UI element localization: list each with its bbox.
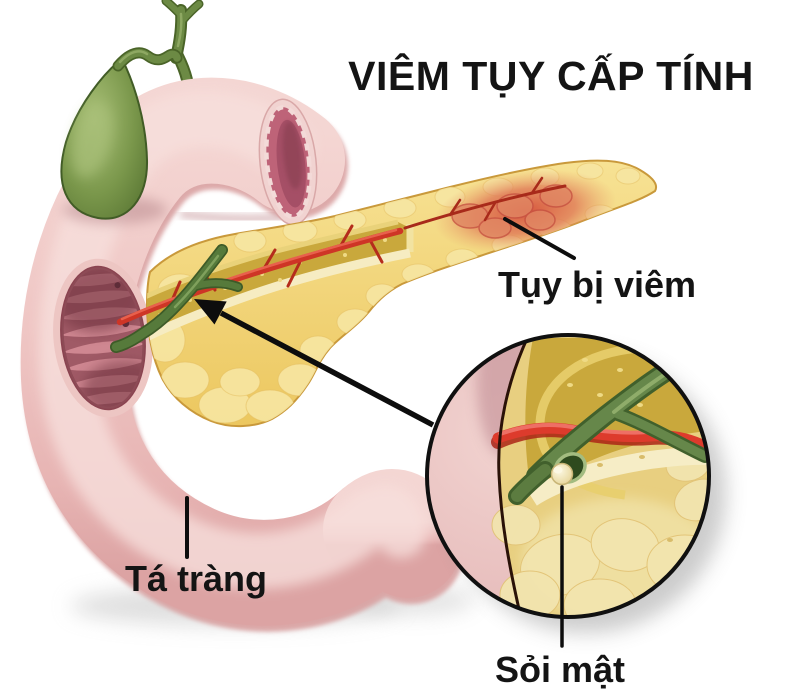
magnifier-ring bbox=[425, 333, 711, 619]
bile-duct-in-pancreas bbox=[110, 244, 243, 353]
pancreas-cutaway bbox=[147, 219, 414, 351]
pancreas-label-line bbox=[503, 217, 576, 260]
gallbladder-illustration bbox=[60, 47, 183, 224]
duodenum-cut-end bbox=[258, 98, 318, 226]
page-title: VIÊM TỤY CẤP TÍNH bbox=[348, 53, 754, 99]
label-inflamed-pancreas: Tụy bị viêm bbox=[497, 264, 697, 305]
gallstone-in-duct bbox=[550, 452, 587, 486]
label-duodenum: Tá tràng bbox=[124, 558, 268, 599]
annotation-lines bbox=[185, 217, 576, 648]
duodenum-lumen-window bbox=[53, 258, 153, 418]
magnifier-arrow bbox=[194, 299, 435, 428]
label-gallstone: Sỏi mật bbox=[494, 649, 626, 690]
pancreas-illustration bbox=[110, 159, 658, 428]
magnified-inset bbox=[425, 333, 711, 619]
